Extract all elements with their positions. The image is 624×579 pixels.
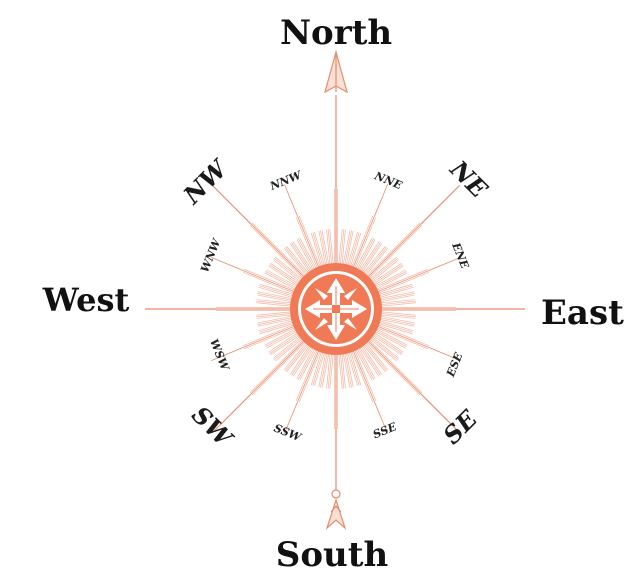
label-north: North (280, 13, 392, 53)
label-nne: NNE (372, 169, 405, 192)
label-ene: ENE (449, 240, 472, 271)
label-east: East (541, 293, 624, 333)
label-ne: NE (444, 154, 494, 204)
label-wnw: WNW (198, 236, 224, 275)
label-nnw: NNW (267, 168, 304, 193)
label-south: South (276, 535, 388, 575)
label-sse: SSE (371, 420, 399, 441)
label-sw: SW (186, 400, 239, 453)
north-arrowhead (325, 52, 347, 92)
center-medallion (290, 263, 382, 355)
label-wsw: WSW (207, 337, 232, 374)
label-nw: NW (177, 153, 234, 210)
south-tail (327, 490, 345, 528)
label-west: West (42, 281, 130, 319)
label-se: SE (437, 404, 483, 450)
